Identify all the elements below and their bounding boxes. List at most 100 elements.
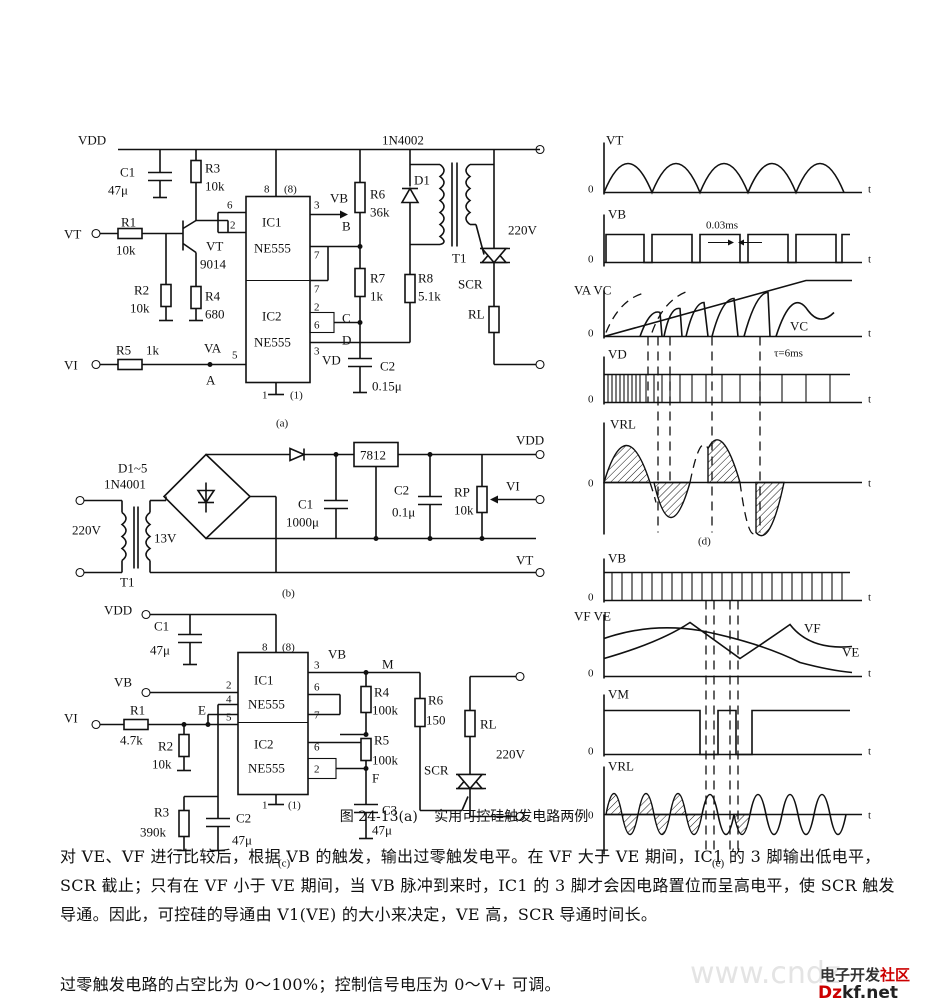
- c-r2-value: 10k: [152, 757, 172, 772]
- e-zero-4: 0: [588, 810, 594, 822]
- c-pin-1b: (1): [288, 800, 301, 812]
- c-r6-label: R6: [428, 693, 444, 708]
- c-node-e: E: [198, 703, 206, 718]
- a-r8-label: R8: [418, 271, 433, 286]
- c-ic2-part: NE555: [248, 761, 285, 776]
- c-c1-label: C1: [154, 619, 169, 634]
- a-pin-1b: (1): [290, 390, 303, 402]
- b-diodes-label: D1~5: [118, 461, 147, 476]
- a-pin-8: 8: [264, 184, 270, 196]
- a-transformer-label: T1: [452, 251, 466, 266]
- a-r6-label: R6: [370, 187, 386, 202]
- a-node-c: C: [342, 311, 351, 326]
- a-r3-value: 10k: [205, 179, 225, 194]
- d-zero-5: 0: [588, 478, 594, 490]
- c-mains-label: 220V: [496, 747, 526, 762]
- d-trace-vb: VB: [608, 207, 626, 222]
- a-node-b: B: [342, 219, 351, 234]
- c-c2-value: 47μ: [232, 833, 252, 848]
- b-c2-value: 0.1μ: [392, 505, 415, 520]
- site-logo-cn-b: 社区: [880, 966, 911, 984]
- c-pin-6: 6: [314, 682, 320, 694]
- a-r1-value: 10k: [116, 243, 136, 258]
- e-ve-label: VE: [842, 645, 859, 660]
- a-ic1-part: NE555: [254, 241, 291, 256]
- a-diode-label: D1: [414, 173, 430, 188]
- a-r8-value: 5.1k: [418, 289, 441, 304]
- a-c1-label: C1: [120, 165, 135, 180]
- d-pulse-width: 0.03ms: [706, 220, 738, 232]
- figure-number: 图 24-13(a): [339, 809, 418, 825]
- figure-caption: 图 24-13(a) 实用可控硅触发电路两例: [0, 806, 928, 826]
- a-vd-label: VD: [322, 353, 341, 368]
- a-r5-label: R5: [116, 343, 131, 358]
- a-r5-value: 1k: [146, 343, 160, 358]
- c-r5-label: R5: [374, 733, 389, 748]
- a-r2-label: R2: [134, 283, 149, 298]
- a-vt-label: VT: [64, 227, 81, 242]
- circuit-c: [91, 609, 525, 852]
- d-tau: τ=6ms: [774, 348, 803, 360]
- c-c1-value: 47μ: [150, 643, 170, 658]
- c-c2-label: C2: [236, 811, 251, 826]
- e-t-3: t: [868, 746, 871, 758]
- e-zero-1: 0: [588, 592, 594, 604]
- a-vi-label: VI: [64, 358, 78, 373]
- waveforms-e: [603, 558, 862, 855]
- c-pin-7: 7: [314, 710, 320, 722]
- a-pin-2: 2: [230, 220, 236, 232]
- a-node-a: A: [206, 373, 216, 388]
- c-pin-3: 3: [314, 660, 320, 672]
- a-c2-value: 0.15μ: [372, 379, 402, 394]
- a-r3-label: R3: [205, 161, 220, 176]
- d-zero-1: 0: [588, 184, 594, 196]
- e-vf-label: VF: [804, 621, 821, 636]
- a-node-d: D: [342, 333, 351, 348]
- site-logo-en-b: kf.net: [842, 983, 899, 1003]
- a-c1-value: 47μ: [108, 183, 128, 198]
- c-rl-label: RL: [480, 717, 497, 732]
- c-pin-8: 8: [262, 642, 268, 654]
- c-pin-2b: 2: [314, 764, 320, 776]
- c-vdd-label: VDD: [104, 603, 132, 618]
- e-t-2: t: [868, 668, 871, 680]
- waveforms-d: [603, 142, 862, 537]
- e-trace-vf-ve: VF VE: [574, 609, 611, 624]
- b-rp-value: 10k: [454, 503, 474, 518]
- c-c3-label: C3: [382, 803, 397, 818]
- c-r3-value: 390k: [140, 825, 167, 840]
- c-ic1-part: NE555: [248, 697, 285, 712]
- a-pin-7b: 7: [314, 284, 320, 296]
- b-regulator-label: 7812: [360, 448, 386, 463]
- e-t-1: t: [868, 592, 871, 604]
- a-vb-label: VB: [330, 191, 348, 206]
- a-c2-label: C2: [380, 359, 395, 374]
- a-r4-label: R4: [205, 289, 221, 304]
- c-sub-label: (c): [278, 858, 291, 870]
- b-mains-label: 220V: [72, 523, 102, 538]
- b-diode-part: 1N4001: [104, 477, 146, 492]
- c-vb-in-label: VB: [114, 675, 132, 690]
- b-secondary-label: 13V: [154, 531, 177, 546]
- c-r4-value: 100k: [372, 703, 399, 718]
- a-scr-label: SCR: [458, 277, 483, 292]
- a-r6-value: 36k: [370, 205, 390, 220]
- d-t-5: t: [868, 478, 871, 490]
- c-pin-2: 2: [226, 680, 232, 692]
- a-vdd-label: VDD: [78, 133, 106, 148]
- c-r3-label: R3: [154, 805, 169, 820]
- e-zero-2: 0: [588, 668, 594, 680]
- d-trace-vrl: VRL: [610, 417, 636, 432]
- e-zero-3: 0: [588, 746, 594, 758]
- d-trace-vt: VT: [606, 133, 623, 148]
- a-pin-1: 1: [262, 390, 268, 402]
- site-logo-en: Dzkf.net: [818, 983, 898, 1003]
- b-c1-value: 1000μ: [286, 515, 319, 530]
- site-logo-en-a: Dz: [818, 983, 843, 1003]
- e-sub-label: (e): [712, 858, 725, 870]
- a-ic2-label: IC2: [262, 309, 282, 324]
- body-paragraph-1: 对 VE、VF 进行比较后，根据 VB 的触发，输出过零触发电平。在 VF 大于…: [60, 847, 895, 924]
- circuit-a: [91, 144, 545, 396]
- d-t-3: t: [868, 328, 871, 340]
